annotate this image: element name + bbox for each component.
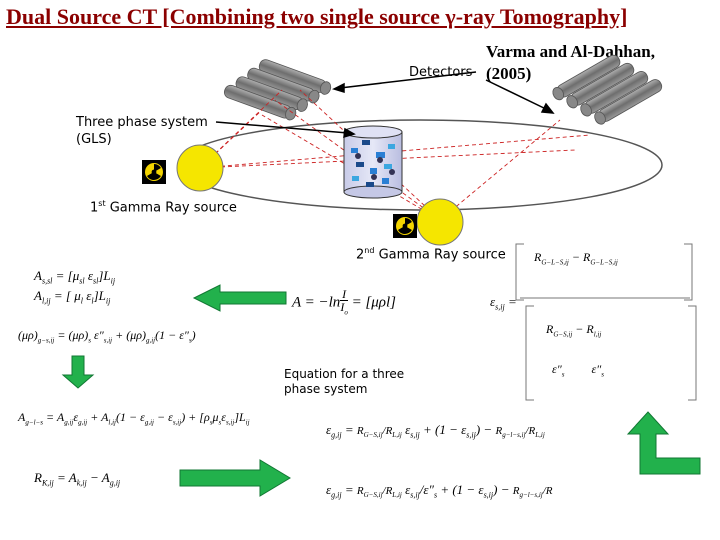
gls-vessel — [343, 125, 403, 199]
equation-eps-g-1: εg,ij = RG−S,ij/RL,ij εs,ij + (1 − εs,ij… — [326, 422, 545, 440]
gamma-source-2 — [416, 198, 464, 246]
equation-eps-s-bottom: ε″s ε″s — [552, 362, 604, 379]
gamma-source-1 — [176, 144, 224, 192]
detectors-label: Detectors — [409, 65, 473, 80]
equation-mu-rho: (μρ)g−s,ij = (μρ)s ε″s,ij + (μρ)g,ij(1 −… — [18, 328, 196, 345]
green-arrow-left — [192, 284, 287, 312]
citation-line2: (2005) — [486, 64, 532, 83]
equation-attenuation-l: Al,ij = [ μl εl]Lij — [34, 288, 111, 306]
pointer-arrows — [215, 71, 555, 139]
right-detector-array — [552, 54, 663, 125]
equation-rk: RK,ij = Ak,ij − Ag,ij — [34, 470, 121, 488]
equation-label-line2: phase system — [284, 382, 368, 396]
equation-brackets — [515, 243, 697, 401]
source2-label: 2nd Gamma Ray source — [356, 246, 506, 263]
equation-three-phase: Ag−l−s = Ag,ijεg,ij + Al,ij(1 − εg,ij − … — [18, 410, 250, 427]
equation-eps-s-label: εs,ij = — [490, 294, 517, 312]
equation-label-line1: Equation for a three — [284, 367, 405, 381]
slide-title: Dual Source CT [Combining two single sou… — [6, 4, 628, 29]
equation-eps-g-2: εg,ij = RG−S,ij/RL,ij εs,ij/ε″s + (1 − ε… — [326, 482, 553, 500]
green-arrow-up-right — [626, 411, 701, 475]
orbit-ellipse — [177, 119, 663, 211]
three-phase-label-line2: (GLS) — [76, 132, 112, 147]
three-phase-label-line1: Three phase system — [76, 115, 208, 130]
equation-attenuation-s: As,sl = [μsl εsl]Lij — [34, 268, 116, 286]
radiation-icon-1 — [142, 160, 166, 184]
equation-eps-s-top: RG−L−S,ij − RG−L−S,ij — [534, 250, 618, 267]
source1-label: 1st Gamma Ray source — [90, 199, 237, 216]
left-detector-array — [223, 59, 332, 121]
green-arrow-right — [179, 459, 291, 497]
radiation-icon-2 — [393, 214, 417, 238]
equation-eps-s-middle: RG−S,ij − Rl,ij — [546, 322, 602, 339]
green-arrow-down — [61, 355, 95, 389]
